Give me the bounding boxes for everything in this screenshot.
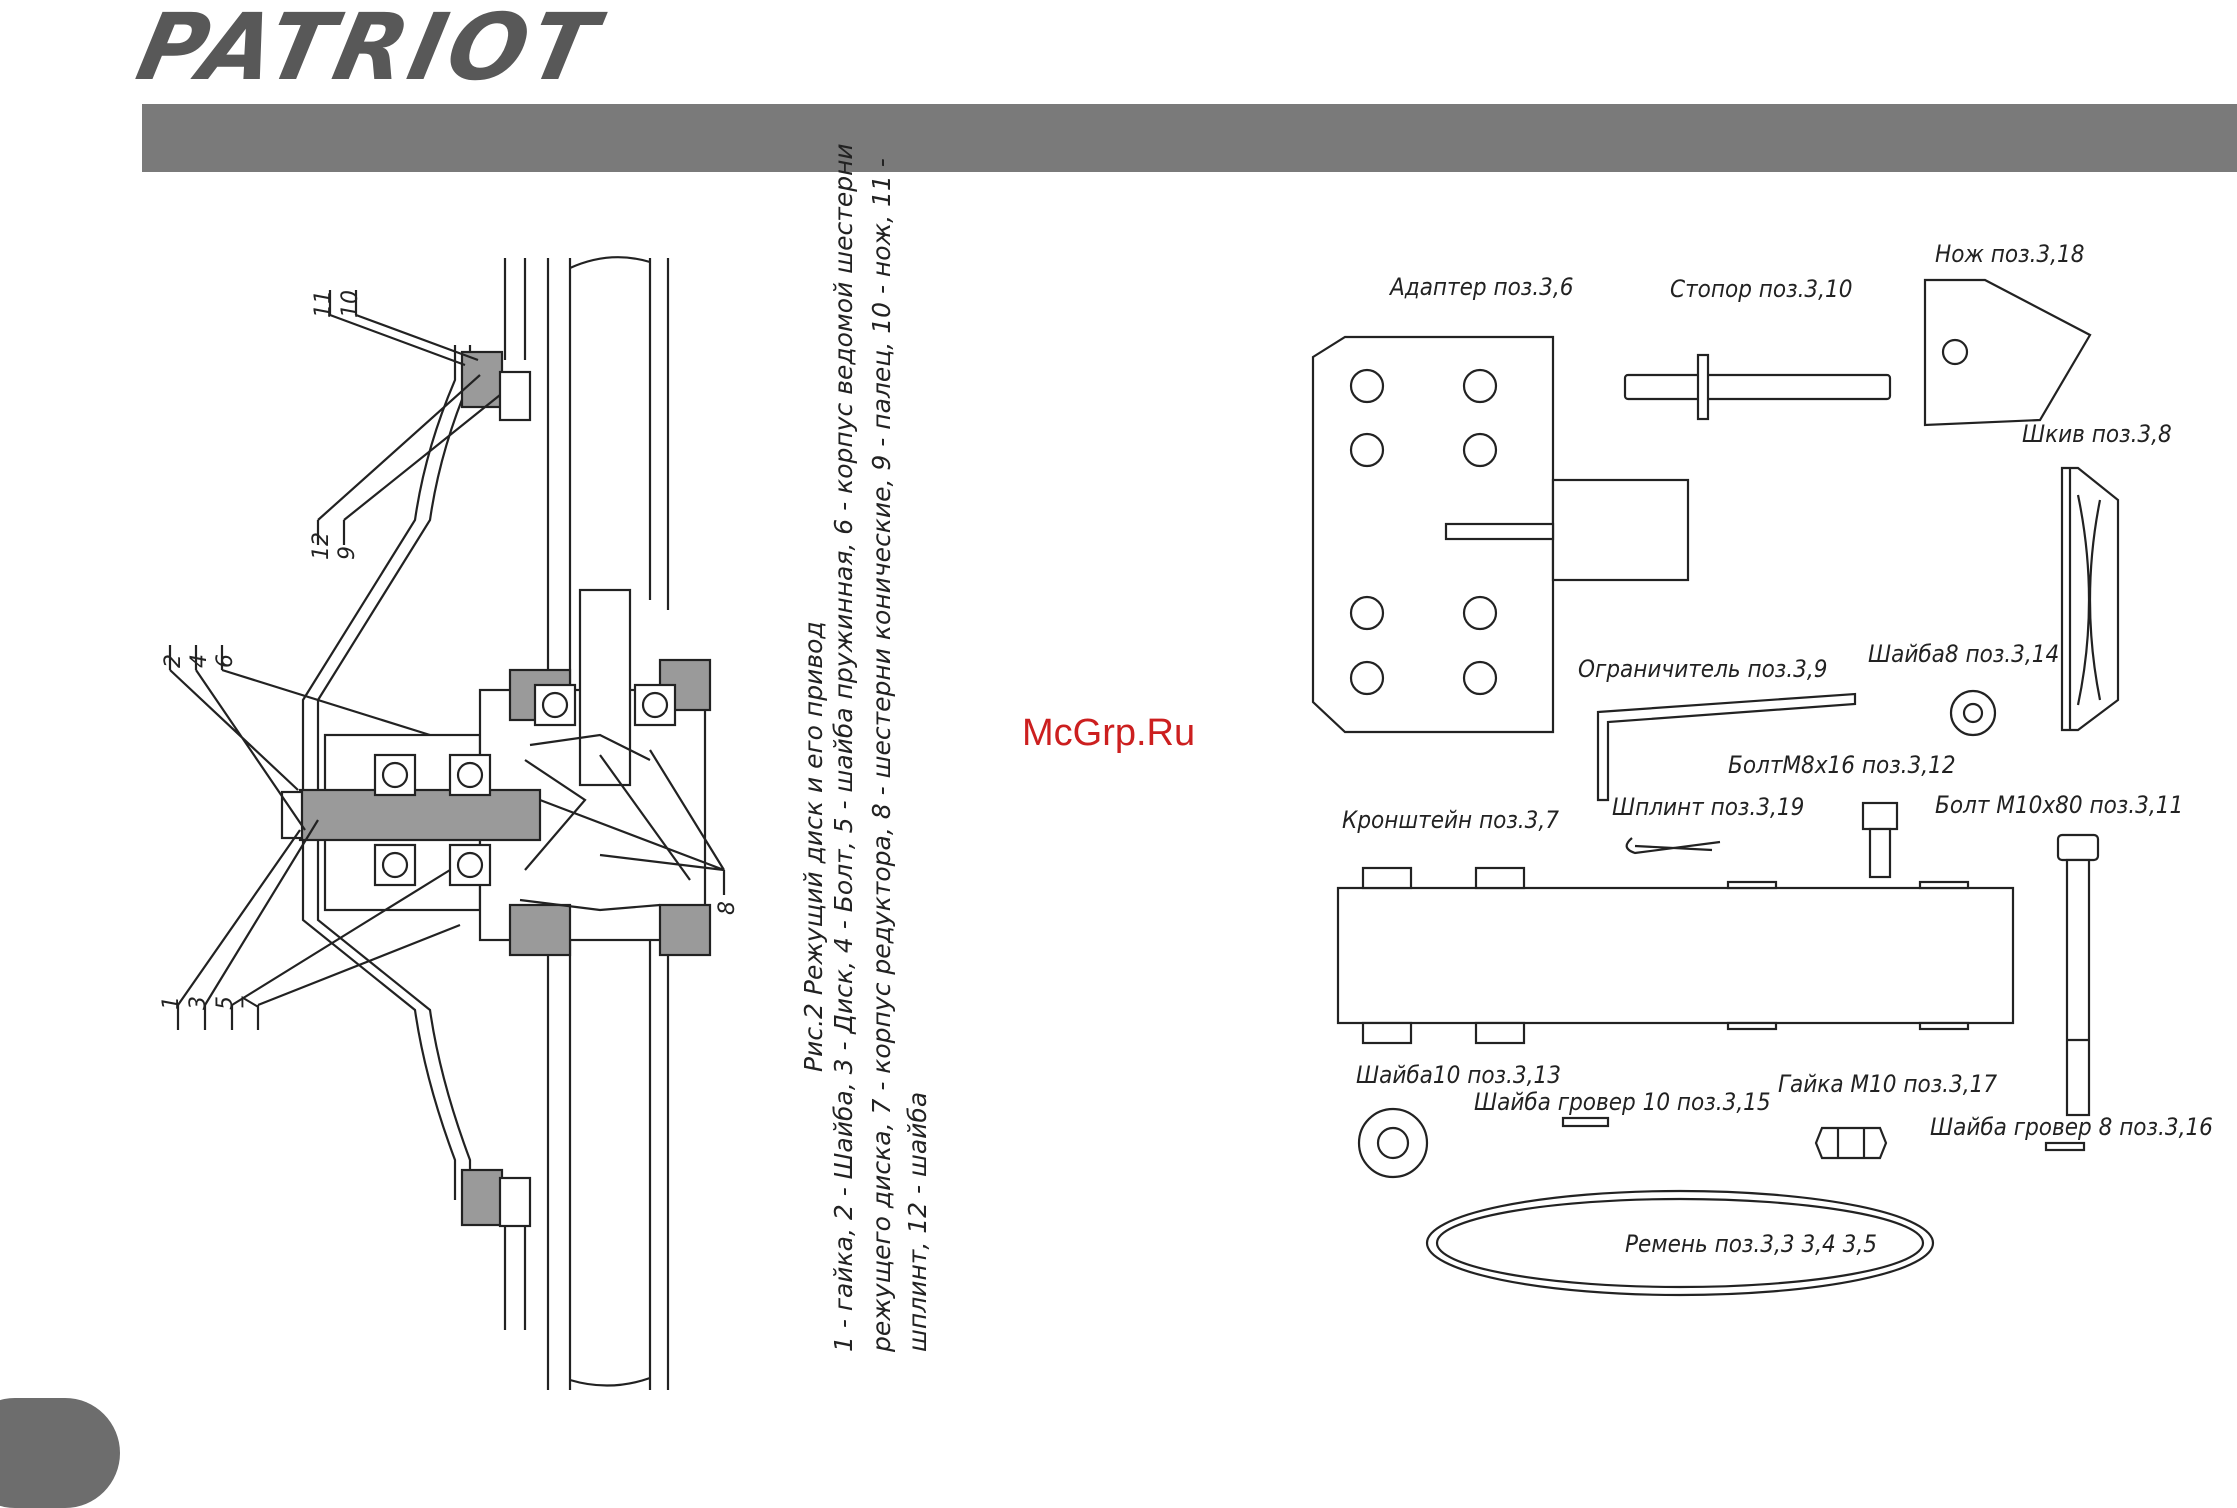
callout-3: 3: [186, 996, 211, 1010]
label-grover8: Шайба гровер 8 поз.3,16: [1930, 1113, 2213, 1141]
part-cotter: [1625, 837, 1721, 855]
part-washer10: [1357, 1107, 1429, 1179]
callout-7: 7: [239, 996, 264, 1010]
label-cotter: Шплинт поз.3,19: [1612, 793, 1804, 821]
header-band: [142, 104, 2237, 172]
label-adapter: Адаптер поз.3,6: [1388, 273, 1573, 301]
watermark: McGrp.Ru: [1022, 712, 1196, 754]
part-washer8: [1949, 689, 1997, 737]
part-grover8: [2044, 1141, 2086, 1152]
label-bracket: Кронштейн поз.3,7: [1342, 806, 1559, 834]
part-bolt-m10: [2056, 833, 2100, 1117]
part-nut-m10: [1814, 1126, 1888, 1160]
part-bracket: [1336, 866, 2015, 1045]
label-bolt-m10: Болт М10х80 поз.3,11: [1935, 791, 2183, 819]
callout-5: 5: [213, 996, 238, 1010]
label-washer10: Шайба10 поз.3,13: [1356, 1061, 1561, 1089]
callout-6: 6: [213, 654, 238, 668]
part-adapter: [1311, 335, 1690, 734]
label-bolt-m8: БолтМ8х16 поз.3,12: [1728, 751, 1956, 779]
callout-1: 1: [159, 996, 184, 1010]
callout-10: 10: [338, 290, 363, 318]
label-limiter: Ограничитель поз.3,9: [1578, 655, 1827, 683]
callout-8: 8: [715, 901, 740, 915]
legend-line-2: режущего диска, 7 - корпус редуктора, 8 …: [867, 158, 896, 1353]
cutting-disc-section: 1 2 3 4 5 6 7 8 9 10 11 12: [159, 256, 740, 1390]
legend-line-3: шплинт, 12 - шайба: [903, 1092, 932, 1352]
bearings: [373, 683, 677, 887]
callout-11: 11: [311, 290, 336, 318]
drawing-canvas: 1 2 3 4 5 6 7 8 9 10 11 12 Рис.2 Режущий…: [159, 143, 2213, 1390]
label-knife: Нож поз.3,18: [1935, 240, 2084, 268]
part-belt: [1425, 1189, 1935, 1297]
label-pulley: Шкив поз.3,8: [2022, 420, 2172, 448]
label-stopper: Стопор поз.3,10: [1670, 275, 1852, 303]
label-belt: Ремень поз.3,3 3,4 3,5: [1625, 1230, 1877, 1258]
callout-9: 9: [335, 546, 360, 560]
part-knife: [1923, 278, 2092, 427]
label-nut-m10: Гайка М10 поз.3,17: [1778, 1070, 1997, 1098]
label-grover10-text: Шайба гровер 10 поз.3,15: [1474, 1088, 1771, 1116]
callout-4: 4: [187, 654, 212, 668]
part-stopper: [1623, 353, 1892, 421]
legend-line-1: 1 - гайка, 2 - Шайба, 3 - Диск, 4 - Болт…: [829, 143, 858, 1352]
part-bolt-m8: [1861, 801, 1899, 879]
callout-2: 2: [161, 654, 186, 668]
callout-12: 12: [309, 532, 334, 560]
figure-caption: Рис.2 Режущий диск и его привод: [799, 621, 828, 1072]
part-grover10: [1561, 1116, 1610, 1128]
part-pulley: [2060, 466, 2120, 732]
part-limiter: [1596, 692, 1857, 802]
label-washer8: Шайба8 поз.3,14: [1868, 640, 2059, 668]
